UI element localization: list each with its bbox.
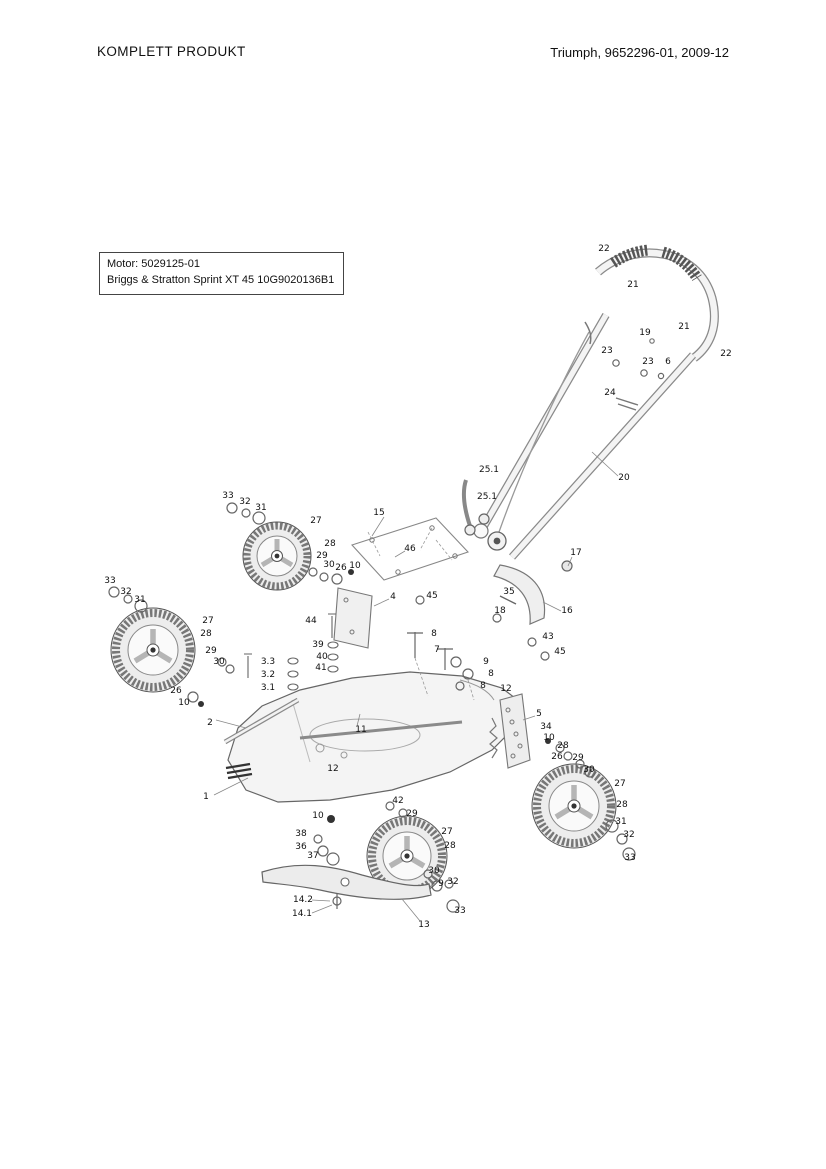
wheel-front-lower [110, 607, 196, 693]
center-hardware [407, 595, 550, 701]
wheel-rear-right [531, 763, 617, 849]
page-title: KOMPLETT PRODUKT [97, 44, 246, 59]
wheel-front-upper [242, 521, 312, 591]
rear-height-plate [489, 693, 536, 769]
left-hardware [244, 613, 339, 691]
rear-handle-bracket [493, 556, 573, 625]
motor-plate [351, 516, 469, 581]
wheel-hardware [108, 502, 636, 913]
motor-info-box: Motor: 5029125-01 Briggs & Stratton Spri… [99, 252, 345, 295]
motor-number: Motor: 5029125-01 [107, 258, 200, 270]
handle-assembly [461, 244, 719, 560]
document-reference: Triumph, 9652296-01, 2009-12 [550, 45, 729, 60]
side-plate [333, 587, 390, 649]
motor-model: Briggs & Stratton Sprint XT 45 10G902013… [107, 273, 335, 286]
mower-deck [213, 671, 521, 803]
blade [261, 864, 432, 922]
